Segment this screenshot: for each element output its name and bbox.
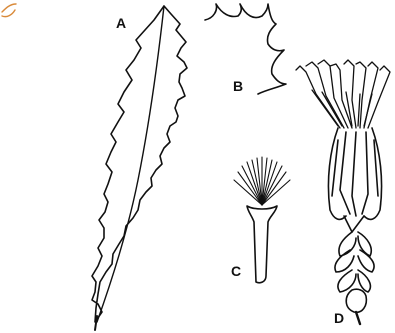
- leaf-a-outline: [92, 6, 187, 322]
- flower-head-d-florets: [296, 60, 390, 128]
- leaf-b-outline: [205, 4, 286, 94]
- label-d: D: [334, 310, 344, 326]
- achene-c-body: [247, 206, 277, 283]
- leaf-a-midrib: [97, 6, 164, 322]
- flower-head-d: [296, 60, 390, 324]
- achene-c: [234, 157, 290, 283]
- corner-mark: [2, 4, 16, 17]
- flower-head-d-stem: [356, 312, 360, 324]
- label-a: A: [116, 15, 126, 31]
- flower-head-d-bracts: [335, 232, 374, 292]
- label-b: B: [233, 78, 243, 94]
- achene-c-pappus: [234, 157, 290, 205]
- label-c: C: [231, 263, 241, 279]
- leaf-b: [205, 4, 286, 94]
- leaf-a: [92, 6, 187, 330]
- flower-head-d-involucre: [328, 128, 381, 232]
- flower-head-d-receptacle: [346, 289, 366, 312]
